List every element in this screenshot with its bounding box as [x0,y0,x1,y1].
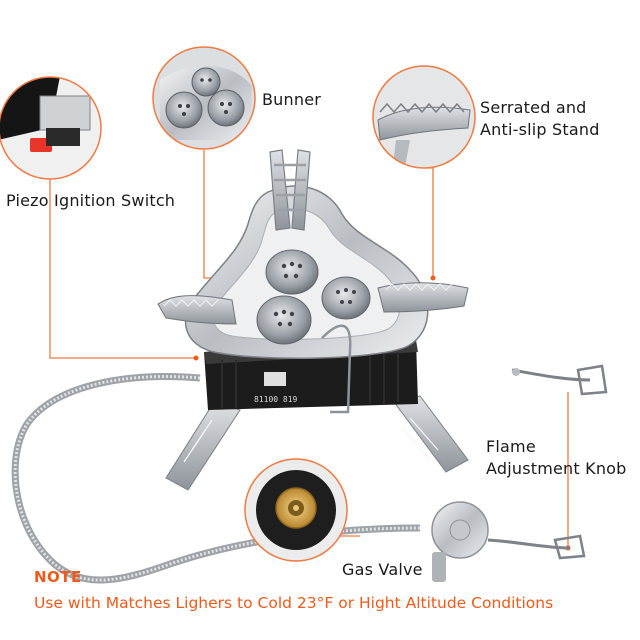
top-pot-stand [269,149,311,231]
knob-label-line1: Flame [486,437,536,456]
note-title: NOTE [34,568,82,586]
burner-label: Bunner [262,90,322,109]
product-marking: 81100 819 [254,395,298,404]
ignition-label: Piezo Ignition Switch [6,191,176,210]
flame-adjustment-knob [487,364,608,560]
stand-label-line2: Anti-slip Stand [480,120,600,139]
side-pot-stands [157,282,469,325]
gas-regulator [431,501,489,582]
knob-label-line2: Adjustment Knob [486,459,627,478]
burner-detail-callout [152,46,256,150]
gas-valve-label: Gas Valve [342,560,423,579]
ignition-detail-callout [0,76,102,180]
gas-valve-detail-callout [244,458,348,562]
stove-legs [165,395,469,491]
stand-detail-callout [372,65,476,169]
stand-label-line1: Serrated and [480,98,587,117]
igniter-wire [321,324,352,414]
note-text: Use with Matches Lighers to Cold 23°F or… [34,594,554,612]
burner-heads [256,249,371,345]
